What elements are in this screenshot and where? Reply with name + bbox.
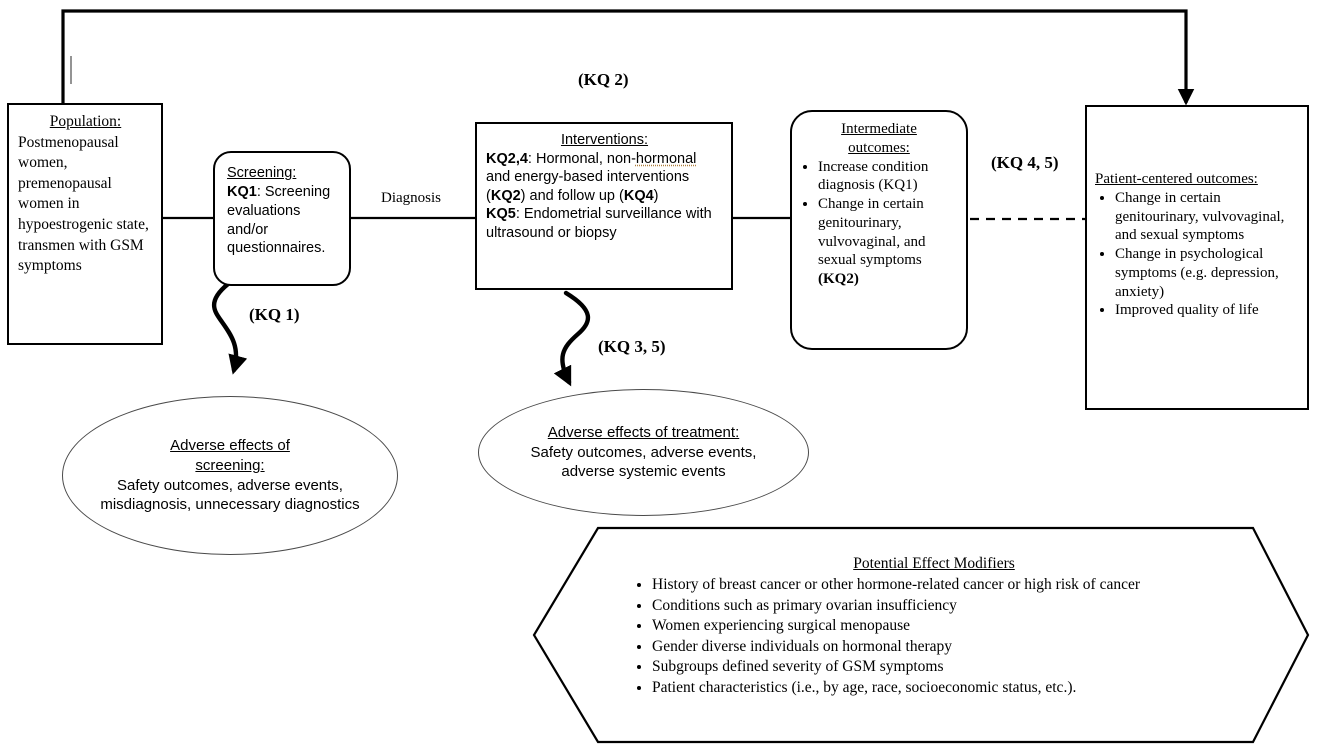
- intermediate-header-line2: outcomes:: [848, 139, 910, 156]
- population-body: Postmenopausal women, premenopausal wome…: [18, 133, 149, 275]
- interventions-line2-body: : Endometrial surveillance with ultrasou…: [486, 206, 712, 241]
- intermediate-bullet2-text: Change in certain genitourinary, vulvova…: [818, 196, 926, 269]
- list-item: History of breast cancer or other hormon…: [652, 575, 1244, 595]
- kq35-label: (KQ 3, 5): [598, 337, 666, 356]
- effect-modifiers-bullet-list: History of breast cancer or other hormon…: [624, 575, 1244, 698]
- kq45-label: (KQ 4, 5): [991, 153, 1059, 172]
- interventions-line1-c: and energy-based interventions (: [486, 169, 690, 204]
- adverse-treatment-body: Safety outcomes, adverse events, adverse…: [530, 443, 757, 481]
- population-header: Population:: [49, 113, 122, 130]
- interventions-line1-f: KQ4: [623, 187, 654, 204]
- diagnosis-edge-label: Diagnosis: [381, 190, 441, 206]
- curved-arrow-screening-adverse: [211, 281, 248, 375]
- interventions-line1-b: hormonal: [635, 150, 697, 167]
- intermediate-bullet-list: Increase condition diagnosis (KQ1) Chang…: [798, 158, 960, 289]
- interventions-kq5-prefix: KQ5: [486, 206, 516, 223]
- interventions-line1-a: : Hormonal, non-: [527, 150, 636, 167]
- adverse-effects-treatment-ellipse: Adverse effects of treatment: Safety out…: [478, 389, 809, 516]
- population-box: Population: Postmenopausal women, premen…: [7, 103, 163, 345]
- adverse-treatment-header: Adverse effects of treatment:: [547, 423, 740, 441]
- intermediate-header-line1: Intermediate: [841, 121, 917, 137]
- intermediate-bullet2-suffix: (KQ2): [818, 271, 859, 287]
- list-item: Increase condition diagnosis (KQ1): [818, 158, 960, 196]
- list-item: Women experiencing surgical menopause: [652, 616, 1244, 636]
- list-item: Change in certain genitourinary, vulvova…: [1115, 189, 1301, 245]
- screening-body: : Screening evaluations and/or questionn…: [227, 183, 331, 257]
- interventions-line1-g: ): [653, 187, 659, 204]
- list-item: Conditions such as primary ovarian insuf…: [652, 596, 1244, 616]
- interventions-line1-d: KQ2: [490, 187, 521, 204]
- list-item: Change in psychological symptoms (e.g. d…: [1115, 245, 1301, 301]
- adverse-screening-header-line1: Adverse effects of: [170, 436, 290, 454]
- list-item: Improved quality of life: [1115, 301, 1301, 320]
- feedback-loop-arrow: [61, 9, 1195, 106]
- list-item: Subgroups defined severity of GSM sympto…: [652, 657, 1244, 677]
- effect-modifiers-hexagon: Potential Effect Modifiers History of br…: [534, 527, 1309, 744]
- hexagon-effect-modifiers: [532, 526, 1310, 744]
- patient-centered-outcomes-box: Patient-centered outcomes: Change in cer…: [1085, 105, 1309, 410]
- adverse-screening-header-line2: screening:: [195, 456, 265, 474]
- list-item: Gender diverse individuals on hormonal t…: [652, 637, 1244, 657]
- interventions-box: Interventions: KQ2,4: Hormonal, non-horm…: [475, 122, 733, 290]
- kq1-label: (KQ 1): [249, 305, 300, 324]
- screening-header: Screening:: [227, 165, 297, 181]
- intermediate-outcomes-box: Intermediate outcomes: Increase conditio…: [790, 110, 968, 350]
- interventions-kq24-prefix: KQ2,4: [486, 150, 528, 167]
- interventions-line1-e: ) and follow up (: [520, 187, 624, 204]
- patient-outcomes-bullet-list: Change in certain genitourinary, vulvova…: [1095, 189, 1301, 320]
- list-item: Patient characteristics (i.e., by age, r…: [652, 678, 1244, 698]
- adverse-effects-screening-ellipse: Adverse effects of screening: Safety out…: [62, 396, 398, 555]
- adverse-screening-body: Safety outcomes, adverse events, misdiag…: [100, 476, 360, 514]
- list-item: Change in certain genitourinary, vulvova…: [818, 195, 960, 289]
- curved-arrow-interventions-adverse: [553, 290, 590, 387]
- kq2-label: (KQ 2): [578, 70, 629, 89]
- patient-outcomes-header: Patient-centered outcomes:: [1095, 171, 1258, 187]
- screening-box: Screening: KQ1: Screening evaluations an…: [213, 151, 351, 286]
- interventions-header: Interventions:: [560, 132, 649, 148]
- effect-modifiers-header: Potential Effect Modifiers: [853, 555, 1015, 572]
- screening-kq-prefix: KQ1: [227, 183, 257, 200]
